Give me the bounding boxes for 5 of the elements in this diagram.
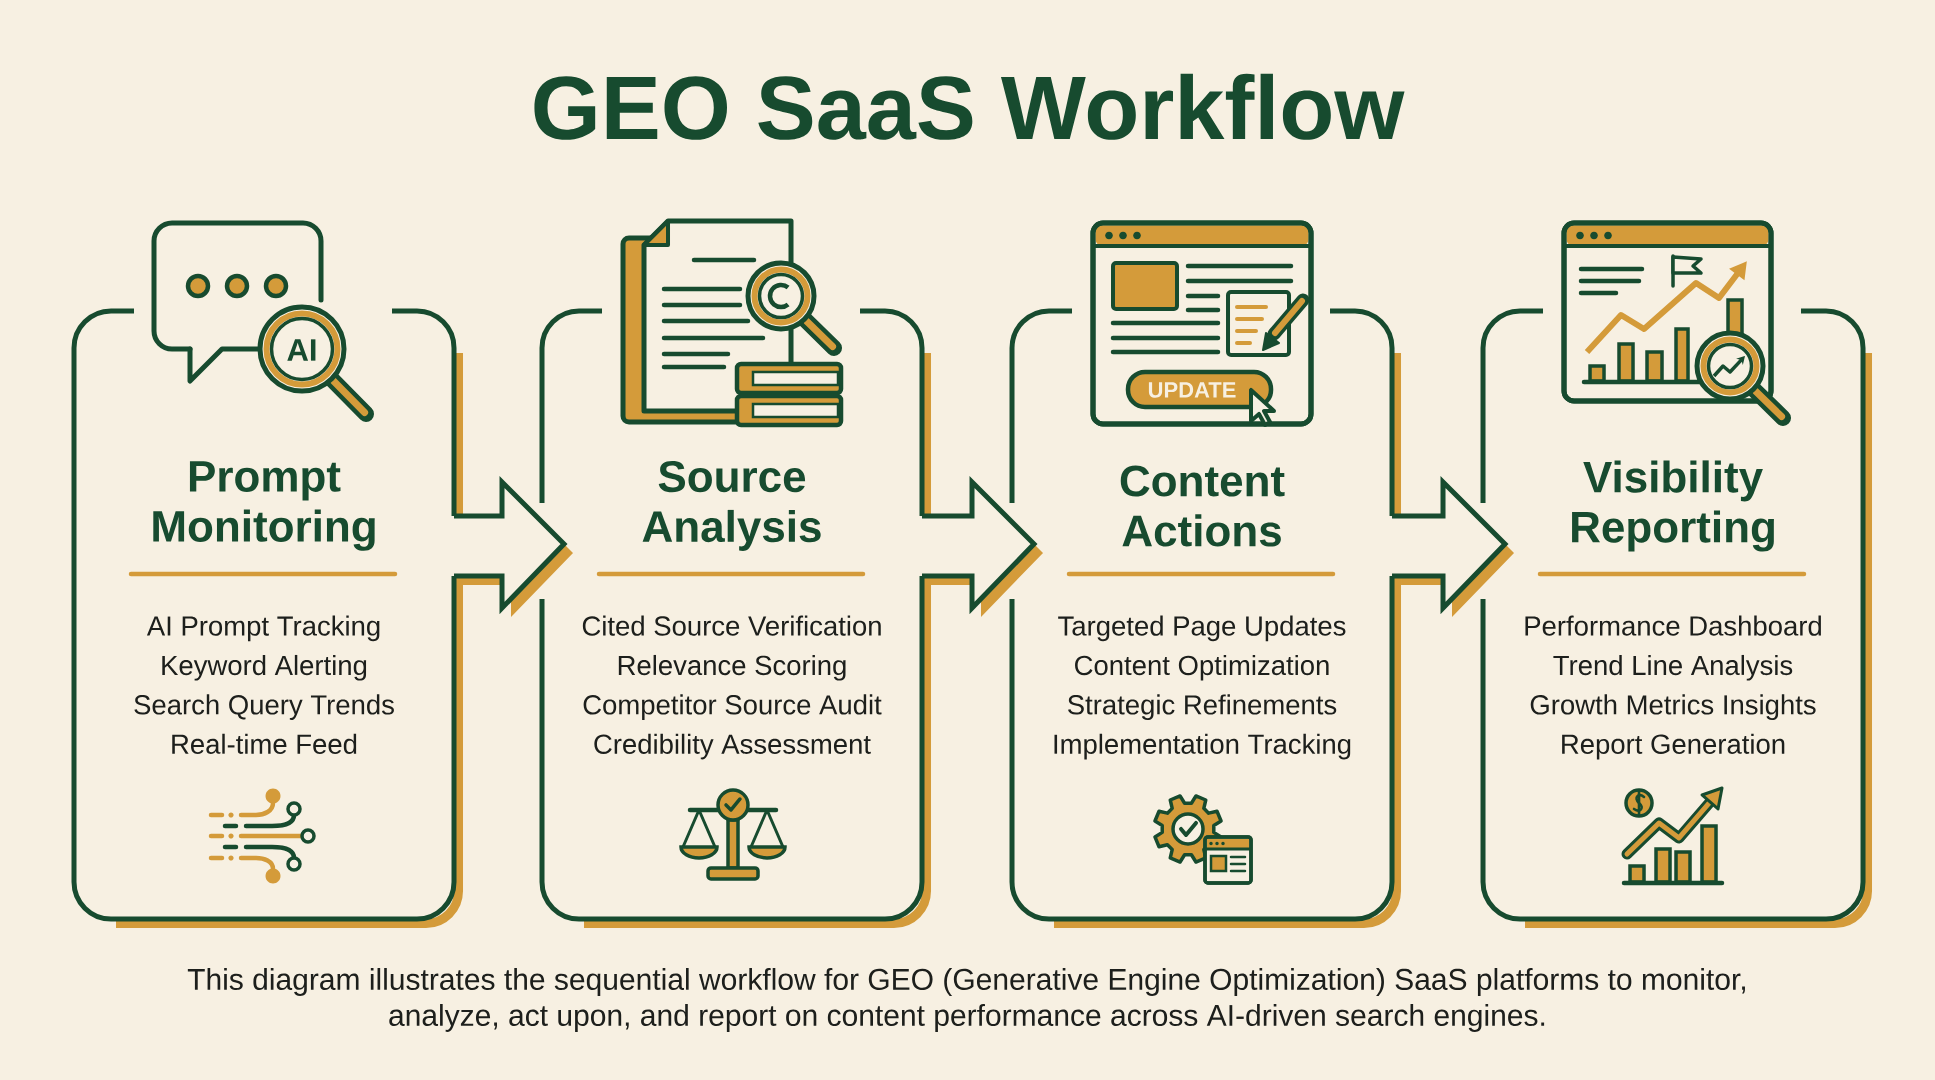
- arrow: [919, 475, 1043, 617]
- arrow: [1389, 475, 1514, 617]
- title: GEO SaaS Workflow: [534, 73, 1405, 140]
- caption: This diagram illustrates the sequential workflow for GEO (Generative Engine Optimization) SaaS platforms to monitor, analyze, act upon, and report on content performance across AI-driven search engines.: [187, 968, 1745, 1032]
- arrow: [451, 475, 573, 617]
